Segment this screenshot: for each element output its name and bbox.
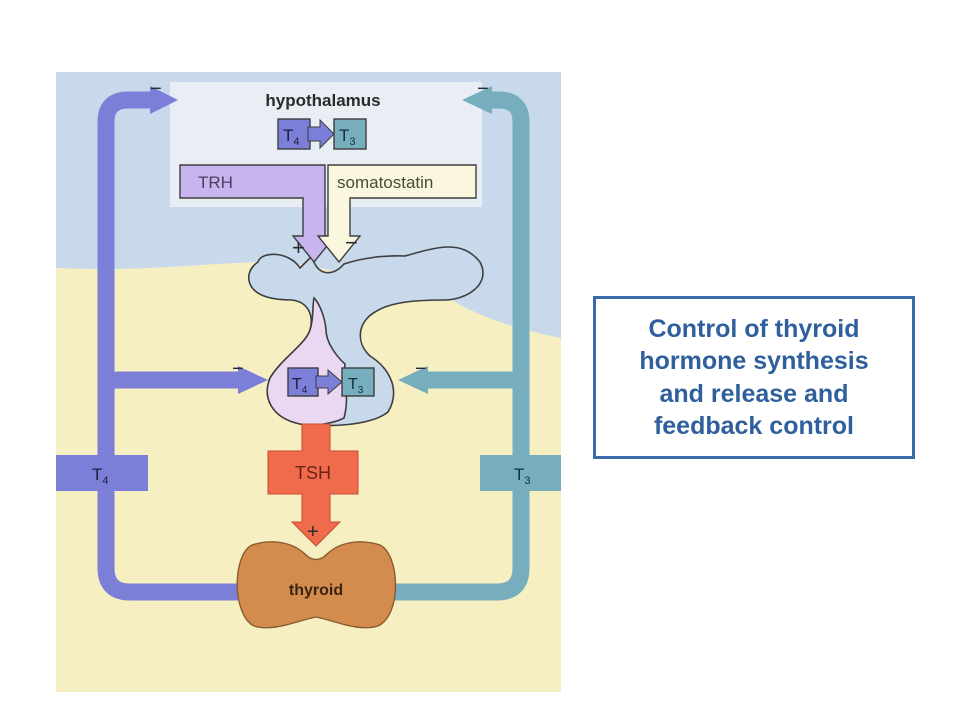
somatostatin-arrow bbox=[316, 164, 477, 264]
t3-box-pituitary bbox=[341, 367, 375, 397]
trh-label: TRH bbox=[198, 173, 233, 192]
tsh-stimulation-sign: + bbox=[307, 521, 319, 543]
t3-box-hypothalamus bbox=[333, 118, 367, 150]
thyroid-label: thyroid bbox=[289, 582, 343, 599]
caption-box: Control of thyroid hormone synthesis and… bbox=[593, 296, 915, 459]
t4-feedback-pathway bbox=[97, 91, 262, 601]
t4-arrowhead-hypothalamus bbox=[150, 86, 178, 114]
somatostatin-inhibition-sign: − bbox=[345, 230, 358, 255]
tsh-arrow bbox=[267, 423, 359, 547]
t4-blood-label: T4 bbox=[92, 465, 109, 487]
t3-label-pituitary: T3 bbox=[348, 376, 364, 396]
somatostatin-label: somatostatin bbox=[337, 173, 433, 192]
t4-label-hypothalamus: T4 bbox=[283, 126, 300, 148]
t4-label-pituitary: T4 bbox=[292, 376, 308, 396]
t4-to-t3-arrow-hypothalamus bbox=[307, 118, 335, 150]
t4-hypothalamus-inhibition-sign: − bbox=[150, 78, 162, 100]
t3-blood-label: T3 bbox=[514, 465, 531, 487]
caption-text: Control of thyroid hormone synthesis and… bbox=[639, 314, 869, 441]
t3-feedback-pathway bbox=[384, 91, 530, 601]
t3-label-hypothalamus: T3 bbox=[339, 126, 356, 148]
t4-pituitary-inhibition-sign: − bbox=[232, 358, 244, 380]
tsh-label: TSH bbox=[295, 463, 331, 483]
t4-to-t3-arrow-pituitary bbox=[315, 368, 343, 396]
t3-blood-label-box bbox=[480, 455, 561, 491]
t3-arrowhead-pituitary bbox=[398, 366, 428, 394]
t4-arrowhead-pituitary bbox=[238, 366, 268, 394]
t4-blood-label-box bbox=[56, 455, 148, 491]
thyroid-gland bbox=[236, 541, 397, 629]
trh-arrow bbox=[179, 164, 337, 264]
hypothalamus-label: hypothalamus bbox=[265, 91, 380, 110]
t3-arrowhead-hypothalamus bbox=[462, 86, 492, 114]
t3-pituitary-inhibition-sign: − bbox=[415, 358, 427, 380]
trh-stimulation-sign: + bbox=[292, 235, 305, 260]
t3-hypothalamus-inhibition-sign: − bbox=[477, 78, 489, 100]
